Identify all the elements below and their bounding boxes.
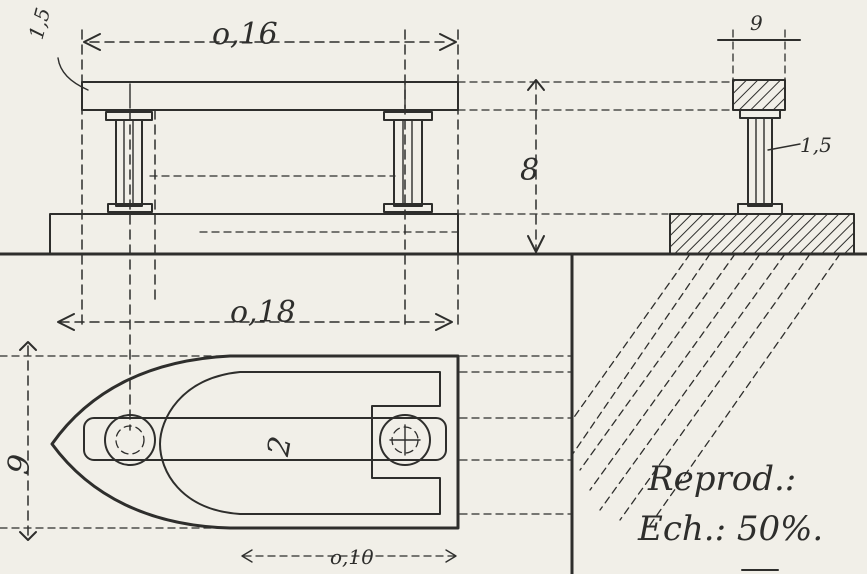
side-top-hatched [732, 79, 786, 111]
side-base-hatched [669, 213, 855, 255]
plan-base-label: o,10 [330, 545, 374, 569]
height-dimension-label: 8 [520, 153, 539, 188]
left-bolt-circle [104, 414, 156, 466]
side-width-label: 9 [750, 11, 763, 35]
plan-slot [83, 417, 447, 461]
plan-width-label: 9 [1, 452, 39, 477]
right-column [383, 111, 433, 213]
right-bolt-circle [379, 414, 431, 466]
front-elevation: o,16 1,5 8 [24, 5, 731, 431]
side-column-label: 1,5 [800, 133, 832, 157]
length-dimension-label: o,16 [212, 17, 278, 52]
scale-note: Ech.: 50%. [637, 509, 823, 549]
side-view: 9 1,5 [571, 11, 855, 526]
reprod-note: Reprod.: [647, 459, 796, 499]
base-plate [49, 213, 459, 255]
plate-thickness-label: 1,5 [24, 5, 55, 42]
plan-view: o,18 9 2 o,10 [0, 295, 573, 569]
top-plate [81, 81, 459, 111]
side-column [747, 117, 773, 207]
plan-slot-label: 2 [261, 434, 299, 460]
plan-outline [50, 354, 460, 530]
left-column [105, 111, 153, 213]
plan-inner-channel [159, 371, 441, 515]
plan-length-label: o,18 [230, 295, 296, 330]
